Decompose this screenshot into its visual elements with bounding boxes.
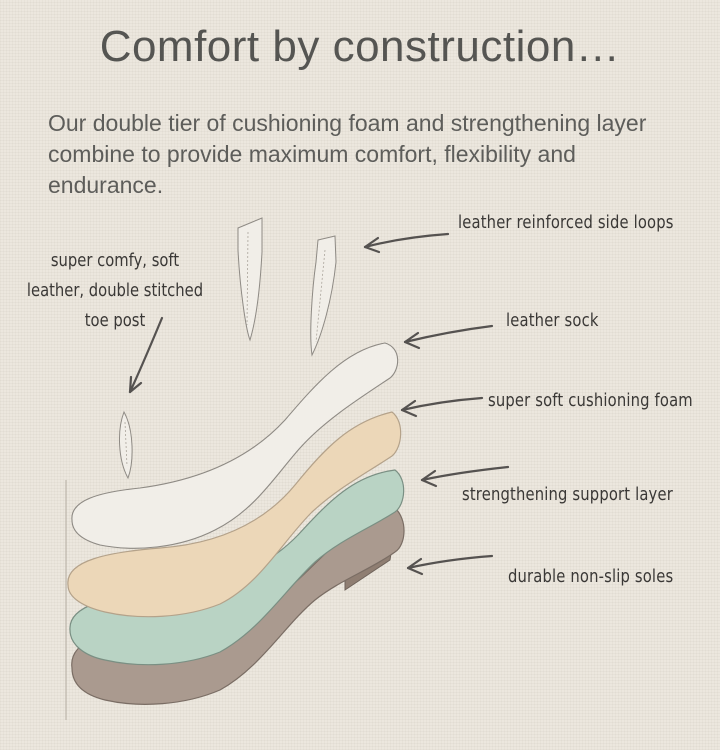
arrow-sock xyxy=(403,324,494,350)
label-toe-post: super comfy, soft leather, double stitch… xyxy=(21,246,210,336)
arrow-support xyxy=(420,465,510,488)
foam-layer xyxy=(67,411,402,618)
leather-sock-layer xyxy=(71,342,399,549)
intro-text: Our double tier of cushioning foam and s… xyxy=(48,110,647,198)
label-support-layer: strengthening support layer xyxy=(462,484,673,505)
arrow-soles xyxy=(406,554,494,576)
label-toe-post-line-2: leather, double stitched xyxy=(26,280,204,301)
arrow-toe-post xyxy=(128,316,164,394)
side-loop-right xyxy=(310,235,337,357)
page-title: Comfort by construction… xyxy=(99,22,621,71)
label-non-slip-soles: durable non-slip soles xyxy=(508,566,674,587)
pointer-arrows xyxy=(128,232,510,576)
arrow-foam xyxy=(400,396,484,418)
label-side-loops: leather reinforced side loops xyxy=(458,212,674,233)
label-toe-post-line-3: toe post xyxy=(84,310,146,331)
toe-post xyxy=(118,410,133,480)
arrow-side-loops xyxy=(363,232,450,254)
label-cushioning-foam: super soft cushioning foam xyxy=(488,390,693,411)
label-leather-sock: leather sock xyxy=(506,310,599,331)
side-loop-left xyxy=(237,217,263,342)
label-toe-post-line-1: super comfy, soft xyxy=(50,250,180,271)
